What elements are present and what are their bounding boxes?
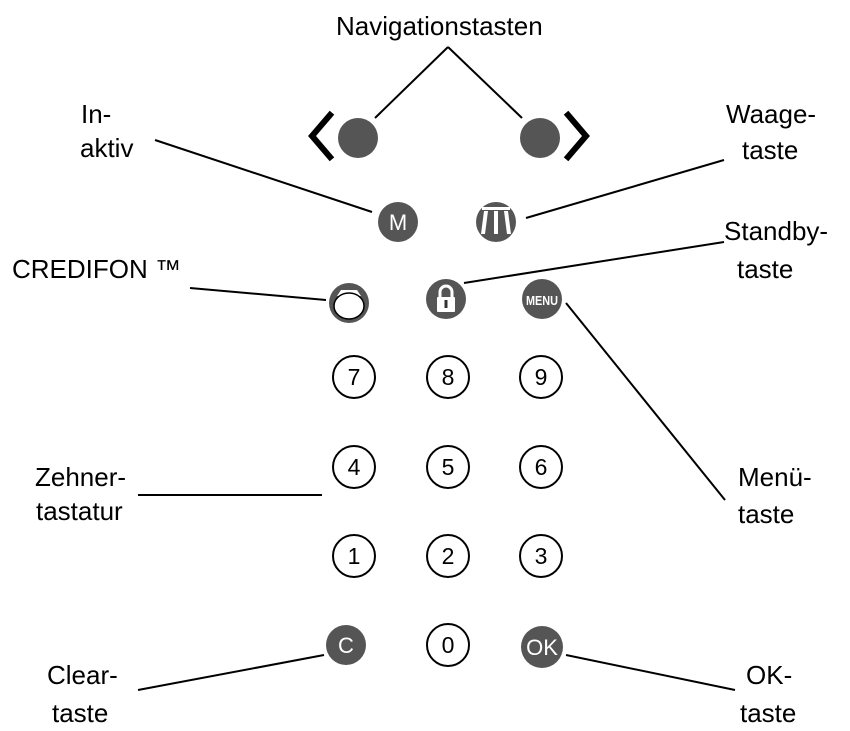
digit-key-label: 3: [535, 543, 548, 569]
leader-line-waage: [525, 159, 725, 219]
standby-key[interactable]: [426, 279, 466, 319]
label-ok-line2: taste: [740, 698, 797, 728]
label-inaktiv-line2: aktiv: [80, 133, 134, 163]
label-clear-line1: Clear-: [47, 660, 118, 690]
digit-key-9[interactable]: 9: [519, 355, 563, 399]
digit-key-7[interactable]: 7: [332, 355, 376, 399]
digit-key-label: 9: [535, 364, 548, 390]
credifon-icon: [333, 290, 365, 320]
leader-line-inaktiv: [154, 139, 373, 213]
scale-icon: [481, 207, 511, 234]
m-key[interactable]: M: [378, 202, 418, 242]
nav-right-key[interactable]: [520, 118, 560, 158]
label-clear-line2: taste: [52, 698, 109, 728]
digit-keypad: 7 8 9 4 5 6 1 2 3 0: [332, 355, 563, 667]
digit-key-label: 4: [348, 454, 361, 480]
digit-key-1[interactable]: 1: [332, 534, 376, 578]
label-menu-line2: taste: [738, 499, 795, 529]
label-waage-line2: taste: [742, 135, 799, 165]
label-standby-line2: taste: [737, 254, 794, 284]
digit-key-label: 1: [348, 543, 361, 569]
label-zehner-line2: tastatur: [36, 496, 123, 526]
label-standby-line1: Standby-: [724, 216, 829, 246]
nav-left-key[interactable]: [338, 118, 378, 158]
digit-key-3[interactable]: 3: [519, 534, 563, 578]
label-inaktiv-line1: In-: [81, 99, 112, 129]
leader-line-menu: [565, 302, 726, 501]
digit-key-label: 2: [442, 543, 455, 569]
ok-key[interactable]: OK: [521, 626, 563, 668]
leader-line-standby: [463, 241, 725, 284]
leader-line-nav-right: [447, 46, 523, 119]
digit-key-5[interactable]: 5: [426, 445, 470, 489]
digit-key-label: 0: [442, 632, 455, 658]
padlock-icon: [437, 284, 455, 312]
menu-key-label: MENU: [526, 293, 558, 308]
label-zehner-line1: Zehner-: [35, 462, 127, 492]
digit-key-label: 8: [442, 364, 455, 390]
leader-line-credifon: [189, 287, 327, 301]
digit-key-label: 6: [535, 454, 548, 480]
scale-key[interactable]: [476, 202, 516, 242]
digit-key-8[interactable]: 8: [426, 355, 470, 399]
label-ok-line1: OK-: [746, 660, 793, 690]
leader-line-ok: [565, 654, 736, 691]
clear-key[interactable]: C: [326, 625, 366, 665]
digit-key-label: 5: [442, 454, 455, 480]
chevron-left-icon: [308, 110, 335, 162]
label-credifon: CREDIFON ™: [12, 254, 181, 284]
label-menu-line1: Menü-: [738, 462, 812, 492]
ok-key-label: OK: [526, 635, 558, 660]
label-navigation: Navigationstasten: [336, 11, 543, 41]
m-key-label: M: [389, 210, 407, 235]
chevron-right-icon: [563, 110, 590, 162]
credifon-key[interactable]: [329, 283, 369, 323]
digit-key-0[interactable]: 0: [426, 623, 470, 667]
label-waage-line1: Waage-: [726, 99, 817, 129]
digit-key-2[interactable]: 2: [426, 534, 470, 578]
leader-line-clear: [137, 654, 325, 691]
digit-key-6[interactable]: 6: [519, 445, 563, 489]
leader-lines: [137, 46, 736, 691]
clear-key-label: C: [338, 633, 354, 658]
digit-key-label: 7: [348, 364, 361, 390]
digit-key-4[interactable]: 4: [332, 445, 376, 489]
menu-key[interactable]: MENU: [522, 279, 562, 319]
leader-line-nav-left: [374, 46, 449, 119]
